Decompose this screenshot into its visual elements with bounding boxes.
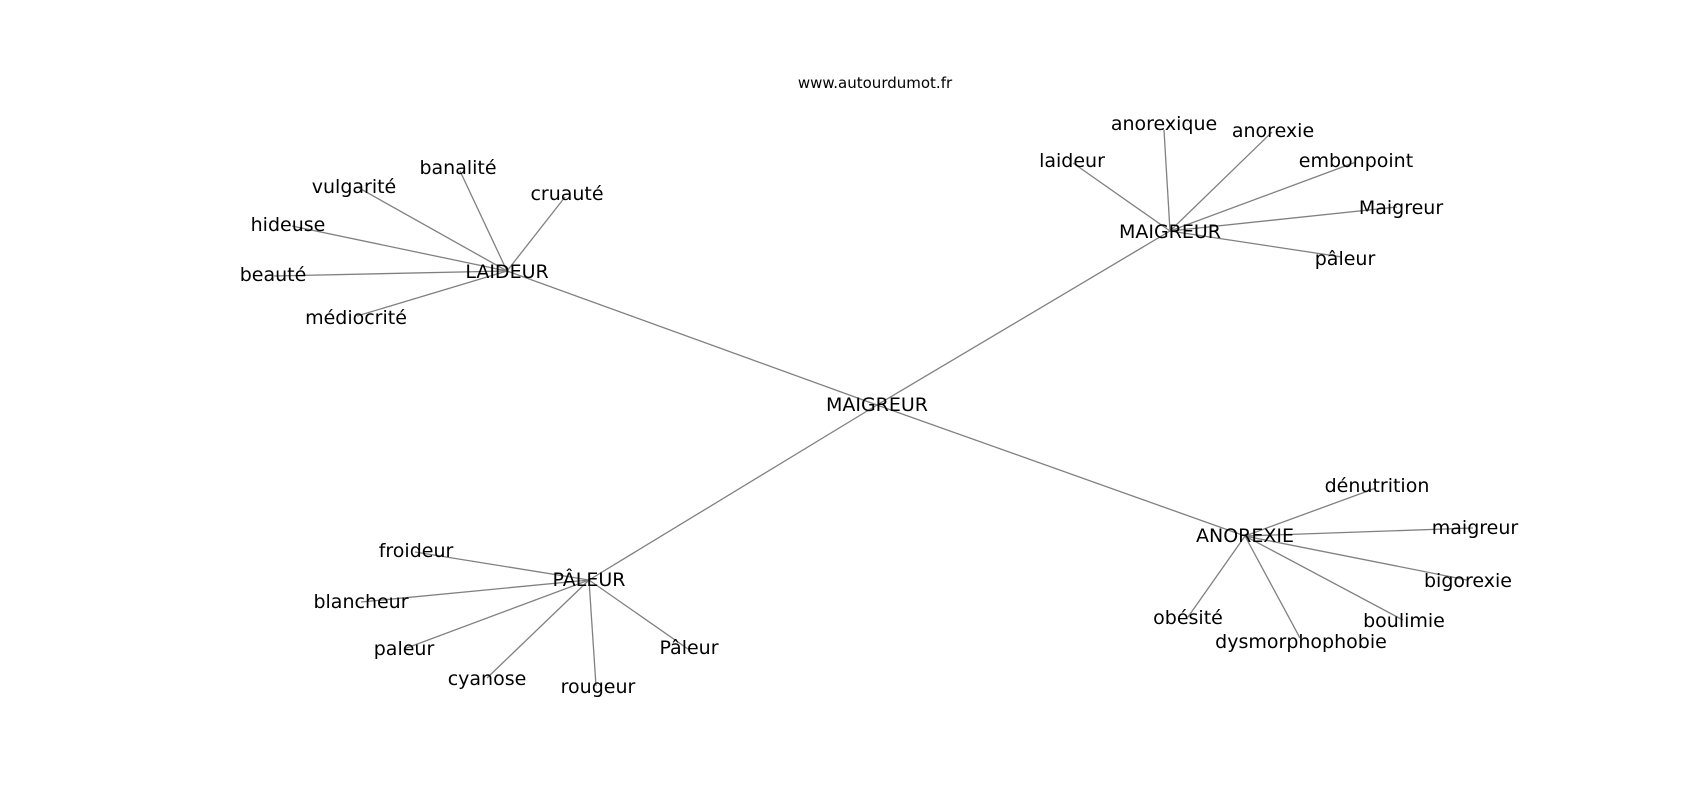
edge-anorexie-boulimie — [1244, 535, 1404, 621]
word-denutrition[interactable]: dénutrition — [1325, 475, 1430, 497]
edge-maigreur-anorexie — [1169, 131, 1273, 232]
edge-laideur-beaute — [273, 270, 508, 277]
edge-laideur-vulgarite — [358, 187, 508, 272]
edge-maigreur-laideur — [1072, 162, 1171, 232]
word-vulgarite[interactable]: vulgarité — [312, 176, 397, 198]
word-obesite[interactable]: obésité — [1153, 607, 1223, 629]
edge-laideur-mediocrite — [356, 270, 508, 317]
word-bigorexie[interactable]: bigorexie — [1424, 570, 1512, 592]
edge-maigreur-paleur — [1169, 230, 1343, 258]
word-paleur-maigreur[interactable]: pâleur — [1315, 248, 1376, 270]
edge-laideur-cruaute — [506, 196, 566, 272]
word-Paleur[interactable]: Pâleur — [659, 637, 718, 659]
edge-laideur-banalite — [459, 170, 508, 272]
word-blancheur[interactable]: blancheur — [313, 591, 408, 613]
word-paleur[interactable]: paleur — [374, 638, 435, 660]
edge-anorexie-maigreur — [1244, 527, 1474, 537]
word-banalite[interactable]: banalité — [419, 157, 496, 179]
edge-paleur-cyanose — [486, 579, 590, 679]
edge-paleur-froideur — [414, 551, 590, 581]
edge-maigreur-anorexique — [1163, 129, 1171, 232]
edge-anorexie-obesite — [1187, 535, 1246, 618]
edge-center-maigreur — [876, 230, 1171, 406]
word-cyanose[interactable]: cyanose — [448, 668, 527, 690]
edge-paleur-rougeur — [588, 579, 597, 687]
maigreur-edges — [1072, 129, 1398, 258]
edge-maigreur-embonpoint — [1169, 161, 1357, 232]
edge-paleur-Paleur — [588, 579, 689, 650]
hub-edges — [506, 230, 1246, 581]
edge-center-anorexie — [876, 404, 1246, 537]
edge-maigreur-Maigreur — [1169, 206, 1398, 232]
hub-laideur-label[interactable]: LAIDEUR — [465, 261, 548, 283]
word-anorexique[interactable]: anorexique — [1111, 113, 1217, 135]
word-maigreur[interactable]: maigreur — [1432, 517, 1519, 539]
edge-paleur-paleur — [403, 579, 590, 650]
hub-maigreur-label[interactable]: MAIGREUR — [1119, 221, 1221, 243]
edge-center-laideur — [506, 270, 878, 406]
word-anorexie[interactable]: anorexie — [1232, 120, 1314, 142]
edge-anorexie-denutrition — [1244, 487, 1377, 537]
word-hideuse[interactable]: hideuse — [251, 214, 326, 236]
edge-anorexie-bigorexie — [1244, 535, 1468, 581]
word-laideur[interactable]: laideur — [1039, 150, 1105, 172]
hub-paleur-label[interactable]: PÂLEUR — [553, 568, 626, 591]
anorexie-edges — [1187, 487, 1474, 639]
hub-anorexie-label[interactable]: ANOREXIE — [1196, 525, 1294, 547]
word-embonpoint[interactable]: embonpoint — [1299, 150, 1413, 172]
laideur-edges — [273, 170, 566, 317]
word-boulimie[interactable]: boulimie — [1363, 610, 1445, 632]
edge-paleur-blancheur — [360, 579, 590, 603]
edge-anorexie-dysmorphophobie — [1244, 535, 1301, 639]
center-node-label[interactable]: MAIGREUR — [826, 394, 928, 416]
edge-center-paleur — [588, 404, 878, 581]
paleur-edges — [360, 551, 689, 687]
word-Maigreur[interactable]: Maigreur — [1359, 197, 1444, 219]
word-rougeur[interactable]: rougeur — [561, 676, 636, 698]
word-beaute[interactable]: beauté — [240, 264, 307, 286]
word-dysmorphophobie[interactable]: dysmorphophobie — [1215, 631, 1387, 653]
word-froideur[interactable]: froideur — [379, 540, 454, 562]
word-mediocrite[interactable]: médiocrité — [305, 307, 407, 329]
word-cruaute[interactable]: cruauté — [530, 183, 603, 205]
watermark: www.autourdumot.fr — [798, 74, 953, 92]
edge-laideur-hideuse — [291, 225, 508, 272]
